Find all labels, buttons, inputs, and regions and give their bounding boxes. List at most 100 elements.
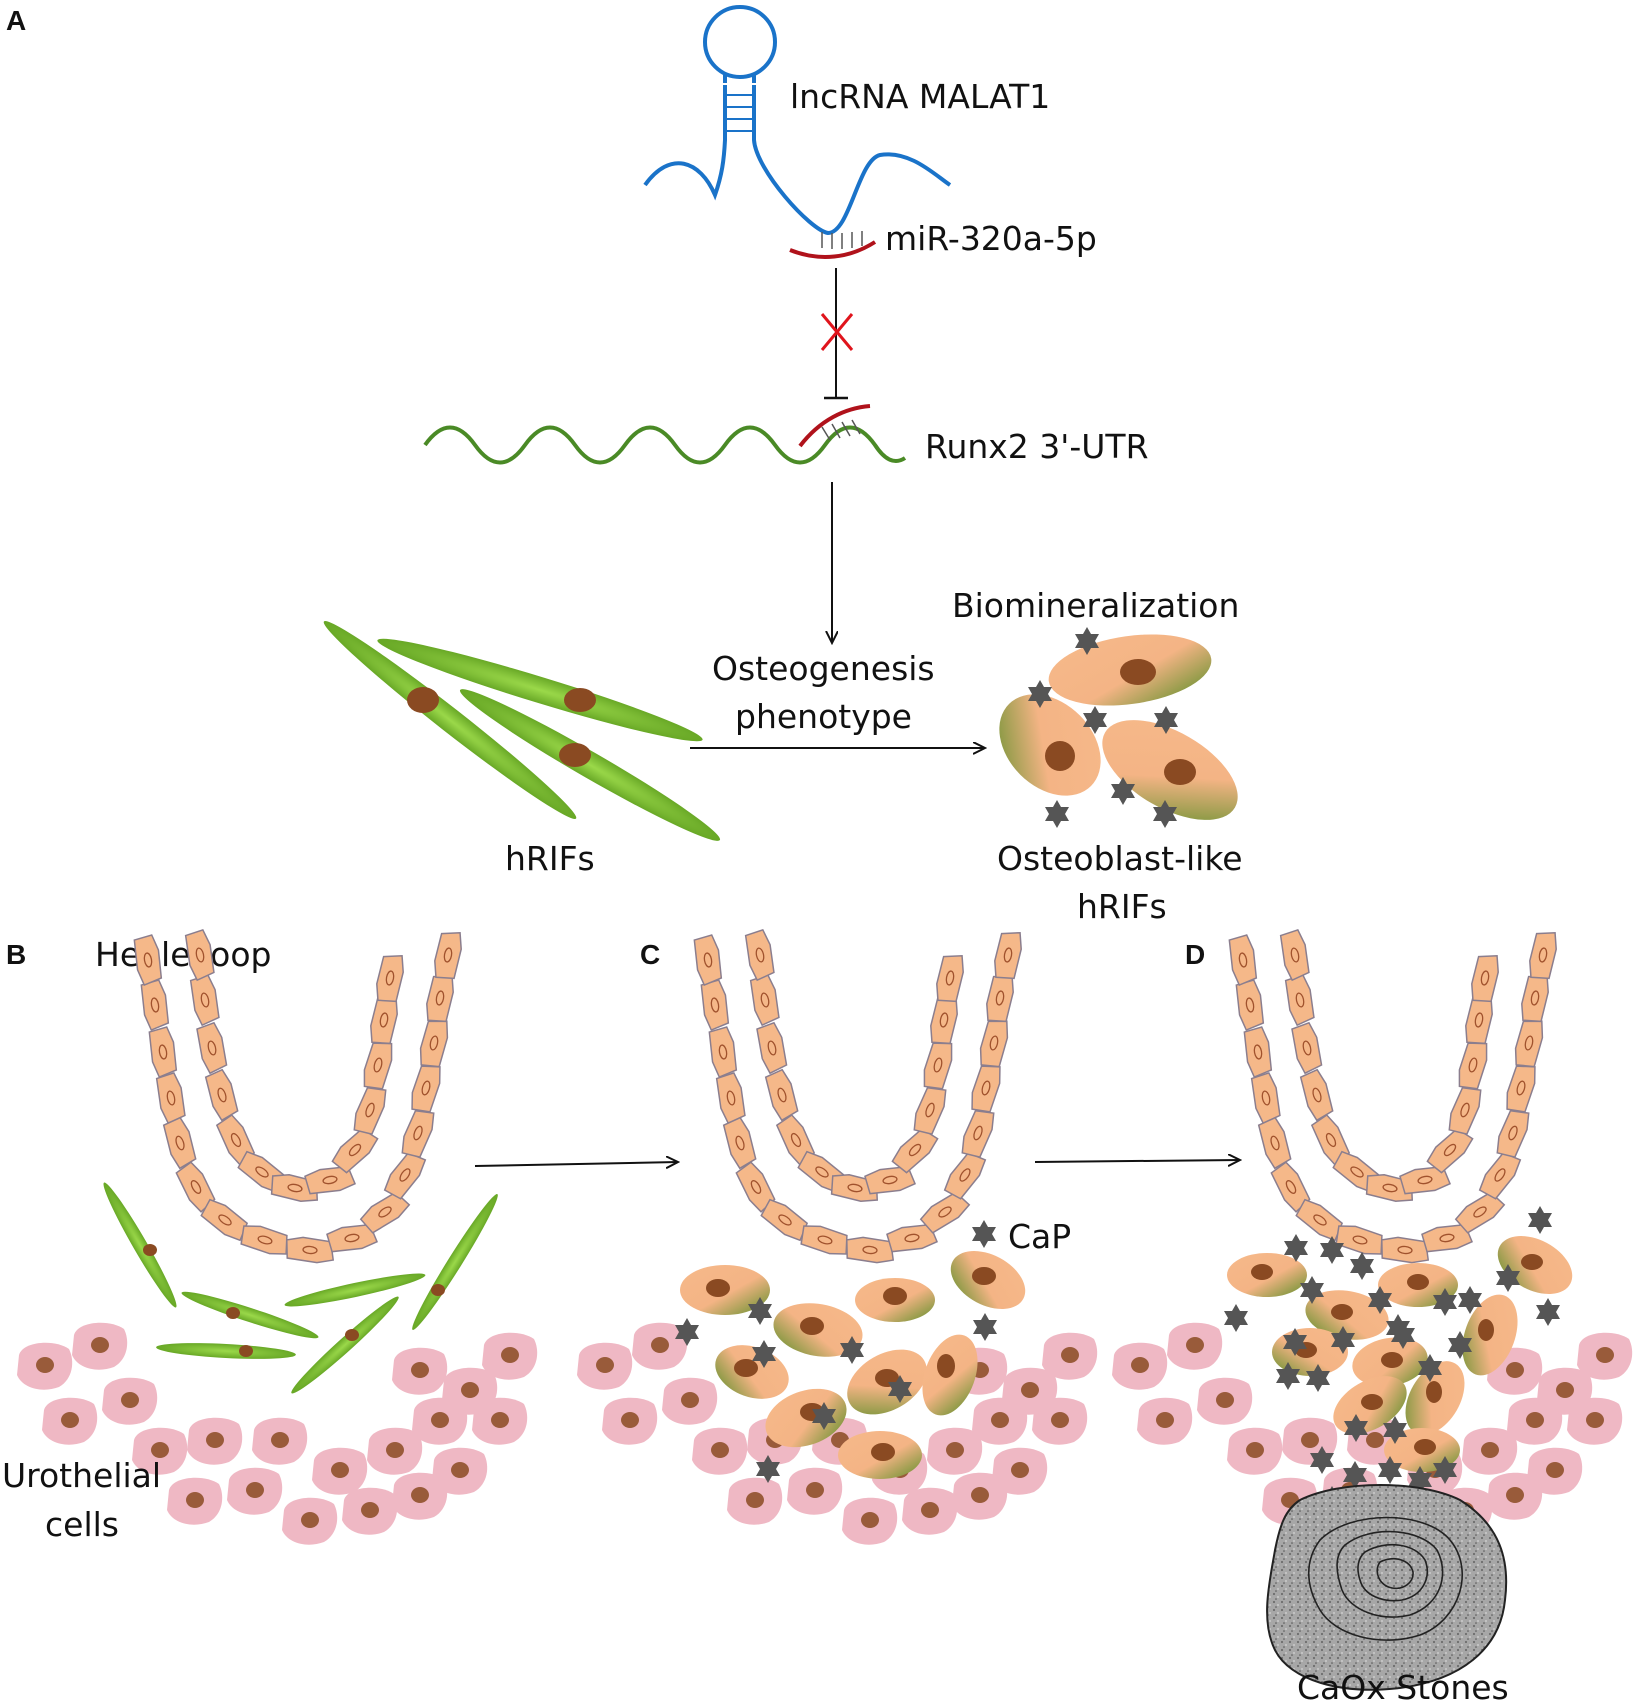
crystal-icon (973, 1313, 997, 1341)
urothelial-cell (1167, 1322, 1223, 1370)
tubule-cell (1235, 979, 1265, 1031)
tubule-cell (1448, 1086, 1482, 1135)
osteoblast-label-line2: hRIFs (1077, 887, 1167, 926)
tubule-cell (1529, 931, 1557, 980)
lncrna-malat1-hairpin (643, 5, 952, 236)
crystal-icon (1306, 1364, 1330, 1392)
tubule-cell (756, 1021, 788, 1075)
crystal-icon (675, 1318, 699, 1346)
crystal-icon (1284, 1234, 1308, 1262)
tubule-cell (426, 974, 454, 1023)
crystal-icon (840, 1336, 864, 1364)
urothelial-cell (692, 1427, 748, 1475)
urothelial-cell (342, 1487, 398, 1535)
panel-c-osteoblasts (680, 1251, 1026, 1479)
biomineralization-label: Biomineralization (952, 586, 1239, 625)
cap-label: CaP (1008, 1217, 1071, 1256)
caox-stone (1266, 1484, 1508, 1691)
tubule-cell (760, 1198, 809, 1242)
runx2-label: Runx2 3'-UTR (925, 427, 1149, 466)
tubule-cell (140, 979, 170, 1031)
tubule-cell (700, 979, 730, 1031)
tubule-cell (200, 1198, 249, 1242)
urothelial-cell (727, 1477, 783, 1525)
urothelial-cell (432, 1447, 488, 1495)
hrifs-label: hRIFs (505, 839, 595, 878)
crystal-icon (1496, 1264, 1520, 1292)
tubule-cell (1310, 1114, 1351, 1166)
panel-c-tissue (577, 928, 1098, 1545)
crystal-icon (1224, 1304, 1248, 1332)
crystal-icon (1378, 1456, 1402, 1484)
crystal-icon (1433, 1288, 1457, 1316)
urothelial-cell (992, 1447, 1048, 1495)
tubule-cell (1521, 974, 1549, 1023)
tubule-cell (1478, 1151, 1522, 1200)
urothelial-cell (952, 1472, 1008, 1520)
urothelial-cell (662, 1377, 718, 1425)
crystal-icon (888, 1375, 912, 1403)
urothelial-cell (17, 1342, 73, 1390)
tubule-cell (419, 1020, 449, 1068)
tubule-cell (764, 1068, 799, 1122)
urothelial-cell (1567, 1397, 1623, 1445)
crystal-icon (1391, 1321, 1415, 1349)
crystal-icon (1276, 1362, 1300, 1390)
mirna-bound-lncrna (789, 231, 877, 259)
tubule-cell (722, 1116, 757, 1170)
tubule-cell (1295, 1198, 1344, 1242)
tubule-cell (749, 973, 780, 1027)
urothelial-cell (167, 1477, 223, 1525)
crystal-icon (1045, 800, 1069, 828)
panel-label-c: C (640, 939, 660, 970)
crystal-icon (1448, 1331, 1472, 1359)
urothelial-cell (282, 1497, 338, 1545)
urothelial-cell (72, 1322, 128, 1370)
crystal-icon (1283, 1328, 1307, 1356)
tubule-cell (155, 1071, 186, 1125)
panel-d-tissue (1112, 928, 1633, 1545)
urothelial-cell (1577, 1332, 1633, 1380)
crystal-icon (1528, 1206, 1552, 1234)
tubule-cell (1291, 1021, 1323, 1075)
tubule-cell (1284, 973, 1315, 1027)
tubule-cell (971, 1065, 1001, 1113)
tubule-cell (961, 1109, 995, 1158)
urothelial-cell (577, 1342, 633, 1390)
panel-label-a: A (6, 5, 26, 36)
urothelial-cell (1112, 1342, 1168, 1390)
tubule-cell (215, 1114, 256, 1166)
tubule-cell (1335, 1225, 1383, 1255)
urothelial-cell (187, 1417, 243, 1465)
crystal-icon (1028, 680, 1052, 708)
urothelial-cell (632, 1322, 688, 1370)
urothelial-cell (1227, 1427, 1283, 1475)
urothelial-cell (472, 1397, 528, 1445)
panel-label-d: D (1185, 939, 1205, 970)
tubule-cell (383, 1151, 427, 1200)
crystal-icon (1111, 777, 1135, 805)
urothelial-cell (42, 1397, 98, 1445)
tubule-cell (240, 1225, 288, 1255)
urothelial-cell (1032, 1397, 1088, 1445)
mirna-label: miR-320a-5p (885, 219, 1097, 258)
tubule-cell (986, 974, 1014, 1023)
arrow-b-to-c (474, 1162, 678, 1166)
crystal-icon (1418, 1354, 1442, 1382)
tubule-cell (1458, 1042, 1488, 1090)
runx2-mrna-strand (423, 425, 907, 465)
crystal-icon (1344, 1414, 1368, 1442)
urothelial-cell (1462, 1427, 1518, 1475)
urothelial-cell (227, 1467, 283, 1515)
tubule-cell (184, 928, 215, 982)
tubule-cell (434, 931, 462, 980)
tubule-cell (1250, 1071, 1281, 1125)
urothelial-cell (1042, 1332, 1098, 1380)
tubule-cell (196, 1021, 228, 1075)
tubule-cell (715, 1071, 746, 1125)
tubule-cell (1471, 954, 1499, 1003)
arrow-c-to-d (1034, 1160, 1240, 1162)
osteogenesis-label-line2: phenotype (735, 697, 912, 736)
tubule-cell (1228, 934, 1258, 986)
tubule-cell (744, 928, 775, 982)
